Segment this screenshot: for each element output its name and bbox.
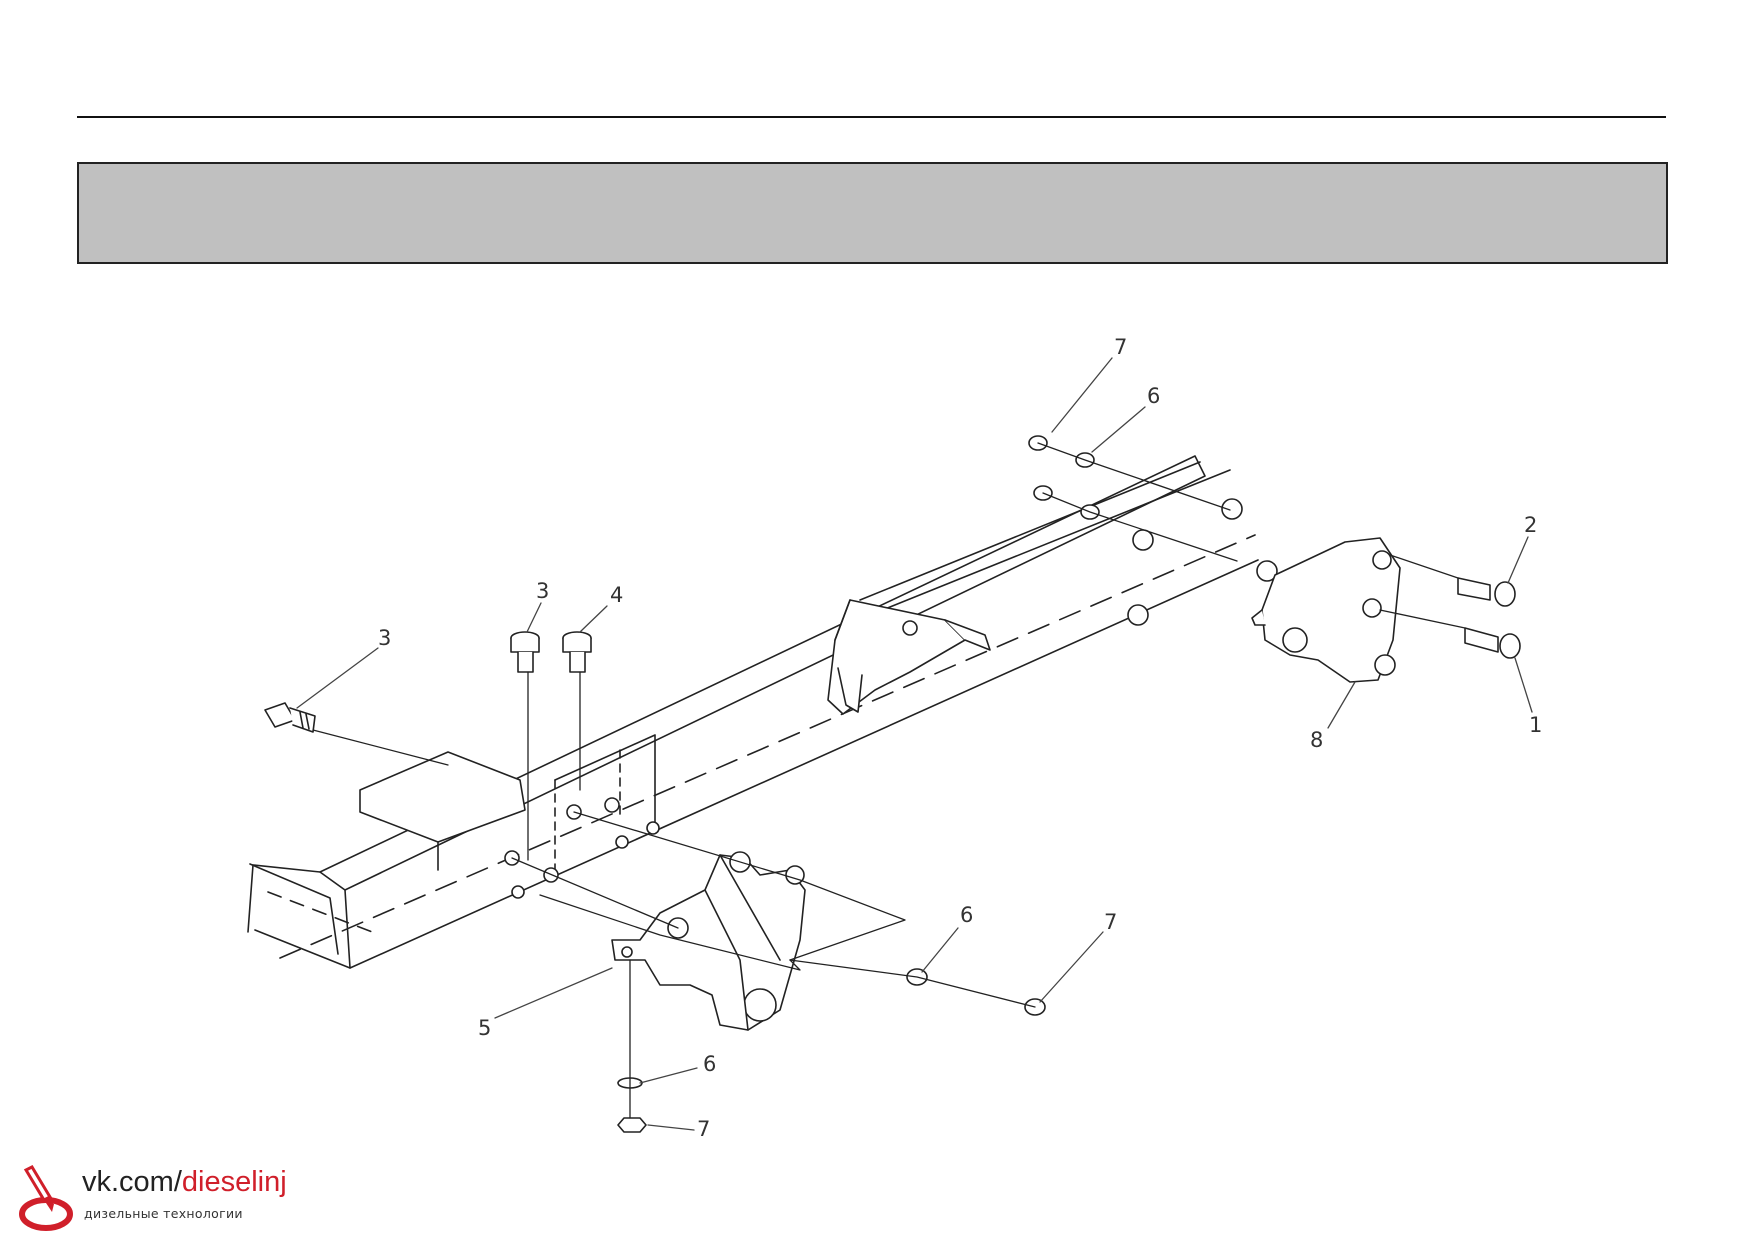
callout-6-top: 6 bbox=[1147, 384, 1160, 408]
rear-bracket bbox=[1251, 537, 1401, 683]
callout-7-top: 7 bbox=[1114, 335, 1127, 359]
callout-6-bottom: 6 bbox=[703, 1052, 716, 1076]
bolt-2 bbox=[1457, 577, 1516, 607]
bolt-3-left bbox=[264, 702, 316, 733]
frame-rail bbox=[247, 455, 1259, 969]
watermark-subtitle: дизельные технологии bbox=[84, 1206, 243, 1221]
watermark-url[interactable]: vk.com/dieselinj bbox=[82, 1166, 287, 1199]
bolt-1 bbox=[1464, 627, 1521, 659]
front-bracket bbox=[611, 851, 806, 1031]
bolt-4-vertical bbox=[562, 631, 592, 673]
callout-7-bottom: 7 bbox=[697, 1117, 710, 1141]
callout-6-right: 6 bbox=[960, 903, 973, 927]
callout-2: 2 bbox=[1524, 513, 1537, 537]
top-rule bbox=[77, 116, 1666, 118]
rear-washers-nuts bbox=[1028, 435, 1100, 520]
rail-holes bbox=[504, 498, 1278, 899]
bolt-3-vertical bbox=[510, 631, 540, 673]
callout-7-right: 7 bbox=[1104, 910, 1117, 934]
callout-5: 5 bbox=[478, 1016, 491, 1040]
crossmember-plate bbox=[359, 751, 526, 871]
callout-3-left: 3 bbox=[378, 626, 391, 650]
callout-1: 1 bbox=[1529, 713, 1542, 737]
fuel-injector-logo-icon bbox=[19, 1165, 73, 1231]
callout-8: 8 bbox=[1310, 728, 1323, 752]
callout-3-vertical: 3 bbox=[536, 579, 549, 603]
bracket-guide bbox=[554, 734, 656, 871]
leader-lines bbox=[296, 357, 1533, 1131]
watermark-url-prefix: vk.com/ bbox=[82, 1166, 182, 1198]
middle-hanger-bracket bbox=[827, 599, 991, 715]
watermark-url-suffix: dieselinj bbox=[181, 1166, 287, 1198]
callout-4: 4 bbox=[610, 583, 623, 607]
header-band bbox=[77, 162, 1668, 264]
callout-labels: 1 2 3 3 4 5 6 6 6 7 7 7 8 bbox=[378, 335, 1542, 1141]
assembly-lines bbox=[312, 442, 1466, 1119]
watermark: vk.com/dieselinj дизельные технологии bbox=[18, 1164, 308, 1234]
